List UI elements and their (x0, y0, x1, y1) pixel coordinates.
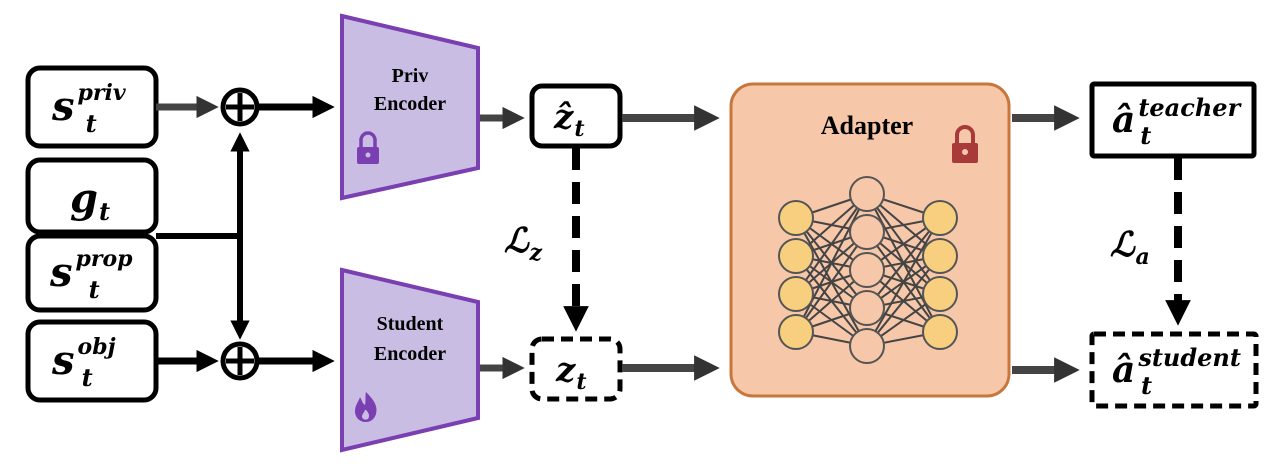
nn-edge (795, 193, 868, 295)
adapter: Adapter (729, 82, 1011, 398)
nn-neuron (849, 214, 885, 250)
priv-encoder: Priv Encoder (340, 13, 480, 201)
nn-neuron (922, 314, 958, 350)
sum-operator-top (220, 87, 260, 127)
input-g: gt (25, 157, 159, 235)
svg-text:gt: gt (70, 175, 110, 226)
nn-neuron (778, 314, 814, 350)
nn-neuron (922, 200, 958, 236)
svg-text:Priv: Priv (392, 65, 429, 87)
sum-operator-bottom (220, 341, 260, 381)
nn-neuron (849, 176, 885, 212)
neural-network-icon (778, 176, 958, 364)
loss-a-label: ℒa (1110, 225, 1150, 270)
svg-text:Adapter: Adapter (821, 111, 913, 140)
nn-neuron (778, 238, 814, 274)
nn-edge (795, 231, 868, 333)
svg-text:Encoder: Encoder (374, 343, 446, 365)
nn-edge (795, 193, 868, 333)
nn-edge (866, 217, 941, 347)
nn-neuron (922, 276, 958, 312)
svg-text:zt: zt (555, 350, 586, 395)
student-encoder: Student Encoder (340, 267, 480, 453)
nn-neuron (778, 200, 814, 236)
svg-text:Encoder: Encoder (374, 93, 446, 115)
lock-icon (952, 125, 978, 163)
lock-icon (357, 131, 379, 164)
nn-neuron (922, 238, 958, 274)
latent-z: zt (529, 336, 623, 402)
flame-icon (355, 392, 377, 422)
nn-neuron (849, 328, 885, 364)
svg-text:Student: Student (377, 313, 444, 335)
nn-neuron (849, 252, 885, 288)
nn-edge (866, 217, 941, 309)
nn-neuron (778, 276, 814, 312)
input-routing (156, 95, 250, 373)
loss-z-label: ℒz (504, 221, 543, 266)
svg-text:ẑt: ẑt (553, 97, 584, 142)
nn-neuron (849, 290, 885, 326)
latent-z-hat: ẑt (529, 83, 623, 149)
nn-edge (866, 255, 941, 347)
